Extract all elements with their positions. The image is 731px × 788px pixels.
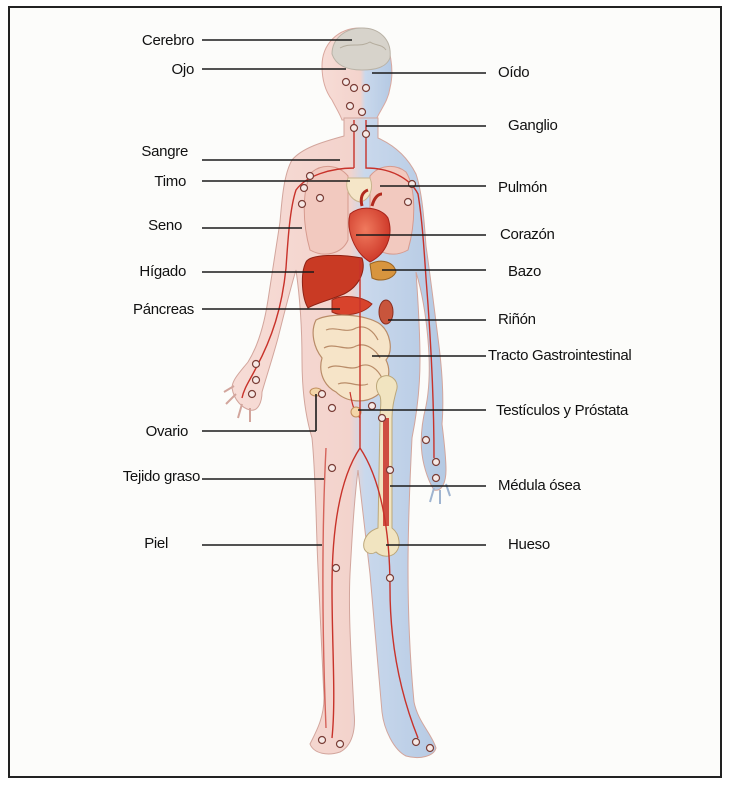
label-medula: Médula ósea (498, 477, 582, 494)
label-tejido-graso: Tejido graso (123, 468, 200, 485)
labels-left: Cerebro Ojo Sangre Timo Seno Hígado Pánc… (123, 32, 200, 552)
label-tracto: Tracto Gastrointestinal (488, 347, 631, 364)
label-seno: Seno (148, 217, 182, 234)
label-timo: Timo (154, 173, 186, 190)
label-testiculos: Testículos y Próstata (496, 402, 629, 419)
label-pulmon: Pulmón (498, 179, 547, 196)
label-bazo: Bazo (508, 263, 541, 280)
label-ojo: Ojo (172, 61, 194, 78)
label-sangre: Sangre (141, 143, 188, 160)
label-rinon: Riñón (498, 311, 536, 328)
labels-right: Oído Ganglio Pulmón Corazón Bazo Riñón T… (488, 64, 631, 553)
label-piel: Piel (144, 535, 168, 552)
label-cerebro: Cerebro (142, 32, 194, 49)
label-higado: Hígado (139, 263, 186, 280)
label-oido: Oído (498, 64, 529, 81)
label-ovario: Ovario (146, 423, 188, 440)
label-corazon: Corazón (500, 226, 555, 243)
label-ganglio: Ganglio (508, 117, 558, 134)
diagram-frame: Cerebro Ojo Sangre Timo Seno Hígado Pánc… (8, 6, 722, 778)
label-hueso: Hueso (508, 536, 550, 553)
human-body-diagram: Cerebro Ojo Sangre Timo Seno Hígado Pánc… (10, 8, 722, 778)
label-pancreas: Páncreas (133, 301, 194, 318)
